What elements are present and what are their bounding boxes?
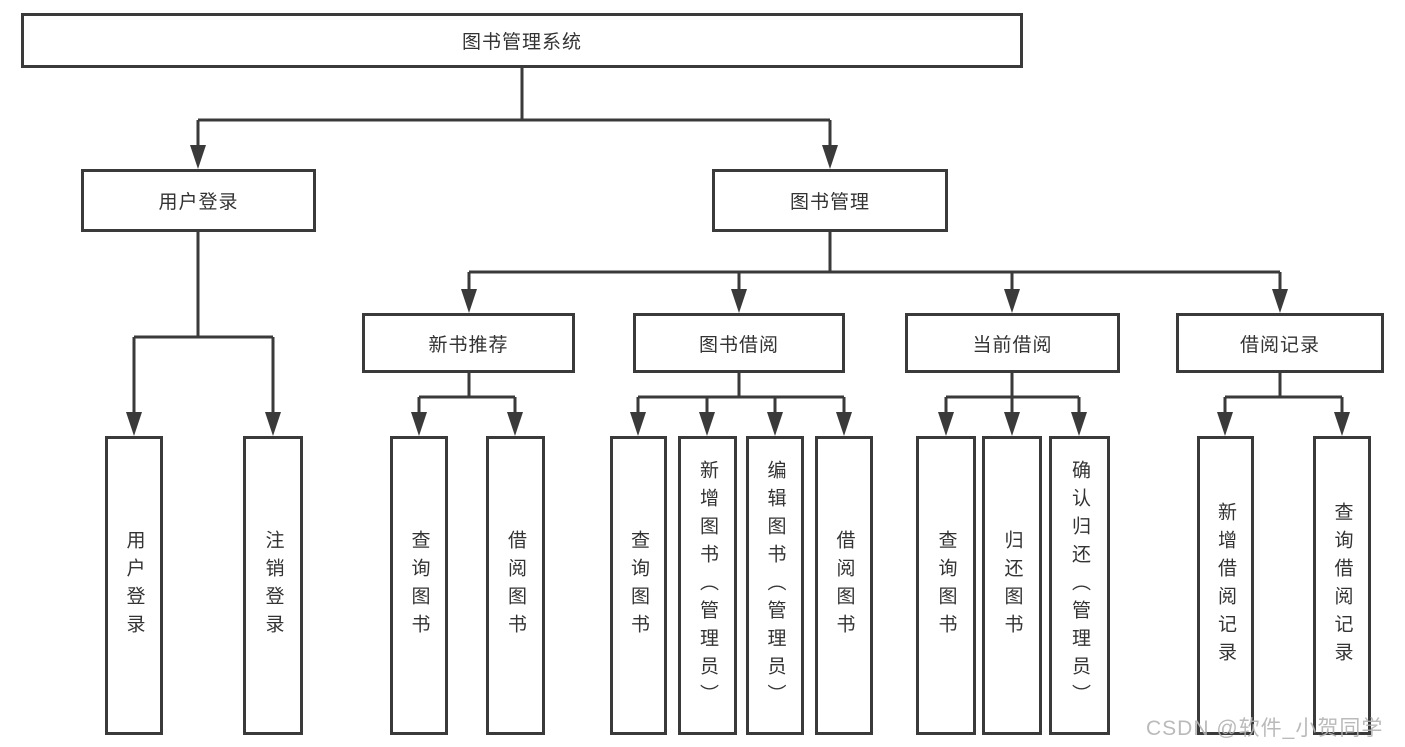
leaf-label: 查询借阅记录 [1331,501,1353,670]
node-book-borrowing: 图书借阅 [633,313,845,373]
leaf-label: 新增借阅记录 [1215,501,1236,670]
leaf-query-books-borrow: 查询图书 [610,436,667,735]
leaf-label: 用户登录 [123,529,145,642]
node-label: 用户登录 [158,192,239,213]
leaf-borrow-books: 借阅图书 [815,436,873,735]
leaf-query-books-recommend: 查询图书 [390,436,448,735]
node-borrowing-records: 借阅记录 [1176,313,1384,373]
leaf-query-borrow-record: 查询借阅记录 [1313,436,1371,735]
node-user-login: 用户登录 [81,169,316,232]
leaf-add-books-admin: 新增图书（管理员） [678,436,737,735]
leaf-label: 查询图书 [935,529,957,642]
leaf-label: 注销登录 [262,529,284,642]
node-current-borrowing: 当前借阅 [905,313,1120,373]
node-label: 当前借阅 [972,334,1053,356]
leaf-query-books-current: 查询图书 [916,436,976,735]
leaf-label: 归还图书 [1001,529,1023,642]
leaf-label: 编辑图书（管理员） [764,459,786,712]
csdn-watermark: CSDN @软件_小贺同学 [1146,717,1384,740]
node-new-book-recommendation: 新书推荐 [362,313,575,373]
leaf-add-borrow-record: 新增借阅记录 [1197,436,1254,735]
arrowheads [126,145,1350,436]
node-label: 新书推荐 [428,334,509,356]
leaf-label: 确认归还（管理员） [1069,459,1090,712]
leaf-logout: 注销登录 [243,436,303,735]
leaf-label: 新增图书（管理员） [697,459,718,712]
leaf-borrow-books-recommend: 借阅图书 [486,436,545,735]
node-label: 图书管理 [789,192,870,213]
node-book-management: 图书管理 [712,169,948,232]
leaf-confirm-return-admin: 确认归还（管理员） [1049,436,1110,735]
node-label: 图书管理系统 [461,32,582,53]
leaf-user-login: 用户登录 [105,436,163,735]
leaf-label: 借阅图书 [505,529,526,642]
node-label: 图书借阅 [698,334,779,356]
node-book-management-system: 图书管理系统 [21,13,1023,68]
leaf-label: 查询图书 [408,529,430,642]
leaf-return-books: 归还图书 [982,436,1042,735]
node-label: 借阅记录 [1239,334,1320,356]
leaf-label: 查询图书 [628,529,649,642]
leaf-label: 借阅图书 [833,529,855,642]
leaf-edit-books-admin: 编辑图书（管理员） [746,436,804,735]
tree-edges [132,66,1344,424]
